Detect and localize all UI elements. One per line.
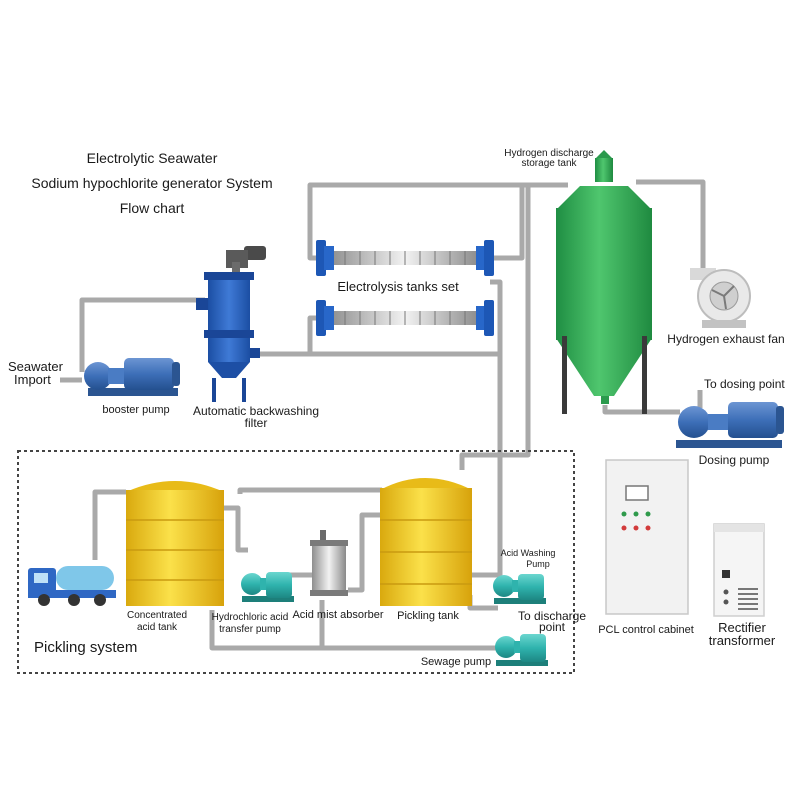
acid-washing-pump-line-1: Acid Washing: [501, 548, 556, 558]
title-line-3: Flow chart: [120, 200, 185, 216]
to-discharge-line-1: To discharge: [518, 609, 586, 623]
hydrogen-exhaust-fan-icon: [690, 268, 751, 328]
backwashing-filter-label: Automatic backwashing filter: [193, 404, 319, 430]
pickling-system-boundary: [17, 450, 575, 674]
electrolysis-tanks-label: Electrolysis tanks set: [337, 279, 459, 294]
plc-cabinet-label: PCL control cabinet: [598, 624, 694, 636]
hcl-pump-label: Hydrochloric acid transfer pump: [212, 612, 289, 635]
plc-control-cabinet-icon: [605, 459, 689, 615]
hcl-transfer-pump-icon: [241, 572, 294, 602]
pickling-tank-label: Pickling tank: [397, 610, 459, 622]
hydrogen-tank-line-1: Hydrogen discharge: [504, 148, 594, 159]
pickling-tank-icon: [380, 478, 472, 606]
backwashing-filter-icon: [196, 246, 266, 402]
acid-mist-absorber-icon: [310, 530, 348, 596]
acid-mist-absorber-label: Acid mist absorber: [292, 609, 383, 621]
tanker-truck-icon: [28, 566, 116, 606]
hcl-pump-line-2: transfer pump: [219, 624, 281, 635]
hcl-pump-line-1: Hydrochloric acid: [212, 612, 289, 623]
seawater-import-line-2: Import: [14, 372, 51, 387]
acid-washing-pump-line-2: Pump: [526, 559, 550, 569]
concentrated-tank-line-2: acid tank: [137, 622, 178, 633]
hydrogen-tank-line-2: storage tank: [521, 158, 577, 169]
booster-pump-icon: [84, 358, 180, 396]
concentrated-acid-tank-icon: [126, 481, 224, 606]
title-line-2: Sodium hypochlorite generator System: [31, 175, 272, 191]
concentrated-tank-line-1: Concentrated: [127, 610, 187, 621]
to-discharge-label: To discharge point: [518, 609, 586, 634]
backwashing-filter-line-1: Automatic backwashing: [193, 404, 319, 418]
dosing-pump-label: Dosing pump: [699, 453, 770, 467]
diagram-title: Electrolytic Seawater Sodium hypochlorit…: [31, 150, 272, 216]
title-line-1: Electrolytic Seawater: [87, 150, 218, 166]
pipework: [60, 179, 706, 651]
acid-washing-pump-icon: [493, 574, 546, 604]
rectifier-line-1: Rectifier: [718, 620, 766, 635]
rectifier-line-2: transformer: [709, 633, 776, 648]
hydrogen-tank-label: Hydrogen discharge storage tank: [504, 148, 594, 169]
booster-pump-label: booster pump: [102, 404, 169, 416]
sewage-pump-icon: [495, 634, 548, 666]
sewage-pump-label: Sewage pump: [421, 656, 491, 668]
to-dosing-point-label: To dosing point: [704, 377, 785, 391]
hydrogen-storage-tank-icon: [556, 150, 652, 414]
seawater-import-label: Seawater Import: [8, 359, 64, 387]
electrolysis-tank-lower-icon: [316, 300, 494, 336]
dosing-pump-icon: [676, 402, 784, 448]
electrolysis-tank-upper-icon: [316, 240, 494, 276]
concentrated-tank-label: Concentrated acid tank: [127, 610, 187, 633]
hydrogen-fan-label: Hydrogen exhaust fan: [667, 332, 784, 346]
acid-washing-pump-label: Acid Washing Pump: [501, 548, 556, 569]
backwashing-filter-line-2: filter: [245, 416, 268, 430]
rectifier-label: Rectifier transformer: [709, 620, 776, 648]
to-discharge-line-2: point: [539, 620, 566, 634]
pickling-system-label: Pickling system: [34, 639, 137, 656]
rectifier-transformer-icon: [713, 523, 765, 617]
seawater-import-line-1: Seawater: [8, 359, 64, 374]
